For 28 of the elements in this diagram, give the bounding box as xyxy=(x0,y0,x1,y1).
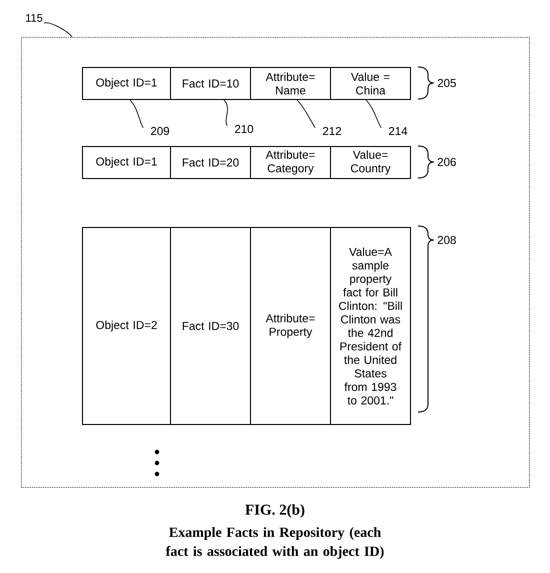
table-cell: Value = China xyxy=(330,67,411,100)
table-cell: Object ID=1 xyxy=(82,146,171,179)
reference-number: 208 xyxy=(438,236,456,244)
callout-number: 212 xyxy=(323,127,342,136)
callout-number: 210 xyxy=(235,124,254,134)
reference-number: 115 xyxy=(26,14,42,22)
table-cell: Value=A sample property fact for Bill Clinton: "Bill Clinton was the 42nd President of the United States from 1993 to 2001." xyxy=(330,227,411,425)
figure-title: FIG. 2(b) xyxy=(245,504,304,518)
dotted-frame xyxy=(21,37,530,488)
leader-line xyxy=(296,100,316,128)
table-cell: Fact ID=10 xyxy=(170,67,251,100)
leader-line xyxy=(224,100,228,126)
reference-number: 206 xyxy=(438,158,456,166)
leader-line xyxy=(44,22,72,38)
table-cell: Attribute= Name xyxy=(250,67,331,100)
table-cell: Attribute= Category xyxy=(250,146,331,179)
callout-number: 209 xyxy=(150,126,170,136)
table-cell: Attribute= Property xyxy=(250,227,331,425)
table-cell: Fact ID=20 xyxy=(170,146,251,179)
table-cell: Fact ID=30 xyxy=(170,227,251,425)
reference-number: 205 xyxy=(438,78,456,88)
leader-line xyxy=(366,100,382,128)
caption: Example Facts in Repository (each fact is associated with an object ID) xyxy=(166,527,384,559)
table-cell: Object ID=2 xyxy=(82,227,171,425)
table-cell: Value= Country xyxy=(330,146,411,179)
callout-number: 214 xyxy=(389,127,408,136)
leader-line xyxy=(130,100,144,128)
table-cell: Object ID=1 xyxy=(82,67,171,100)
